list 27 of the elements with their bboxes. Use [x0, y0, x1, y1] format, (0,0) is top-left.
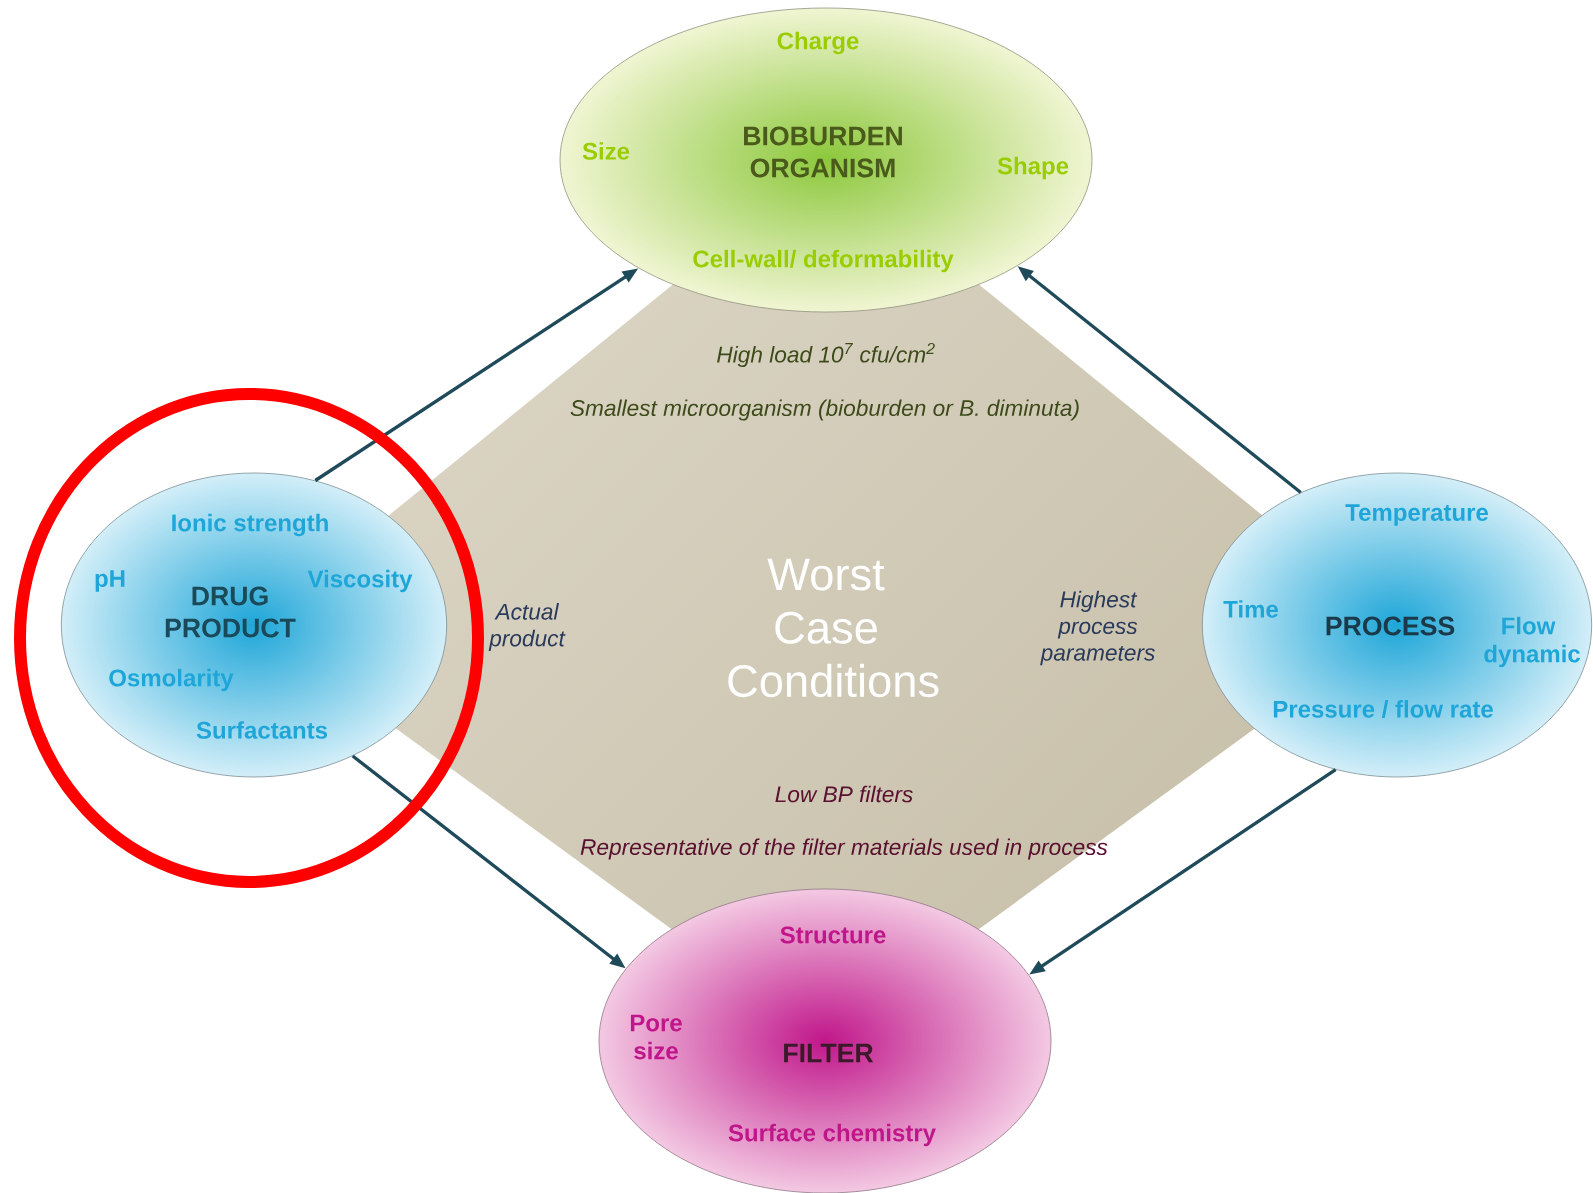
node-label: High load 10$^{7}$ cfu/cm$^{2}$: [717, 342, 935, 368]
node-label: Pore size: [630, 1014, 682, 1060]
heading: PROCESS: [1326, 616, 1455, 636]
node-label: Shape: [997, 156, 1069, 180]
node-label: Surface chemistry: [728, 1123, 936, 1147]
heading: DRUG PRODUCT: [165, 586, 296, 638]
node-label: Viscosity: [307, 569, 413, 593]
node-label: Structure: [780, 926, 886, 944]
node-label: Time: [1223, 600, 1278, 618]
node-label: Smallest microorganism (bioburden or B. diminuta): [570, 399, 1079, 421]
node-label: Representative of the filter materials used in process: [580, 838, 1108, 860]
node-label: Highest process parameters: [1040, 590, 1155, 666]
node-label: Actual product: [488, 603, 566, 651]
heading: FILTER: [784, 1043, 874, 1063]
node-label: pH: [95, 570, 125, 592]
node-label: Temperature: [1345, 504, 1488, 526]
node-label: Surfactants: [196, 721, 327, 739]
node-label: Flow dynamic: [1484, 616, 1580, 668]
heading: Worst Case Conditions: [728, 558, 939, 698]
node-label: Cell-wall/ deformability: [693, 249, 954, 273]
node-label: Ionic strength: [172, 513, 328, 537]
node-label: Pressure / flow rate: [1273, 700, 1493, 718]
node-label: Charge: [777, 31, 859, 55]
node-label: Low BP filters: [775, 785, 913, 803]
node-label: Size: [582, 142, 630, 160]
node-label: Osmolarity: [109, 668, 234, 692]
heading: BIOBURDEN ORGANISM: [744, 126, 902, 178]
